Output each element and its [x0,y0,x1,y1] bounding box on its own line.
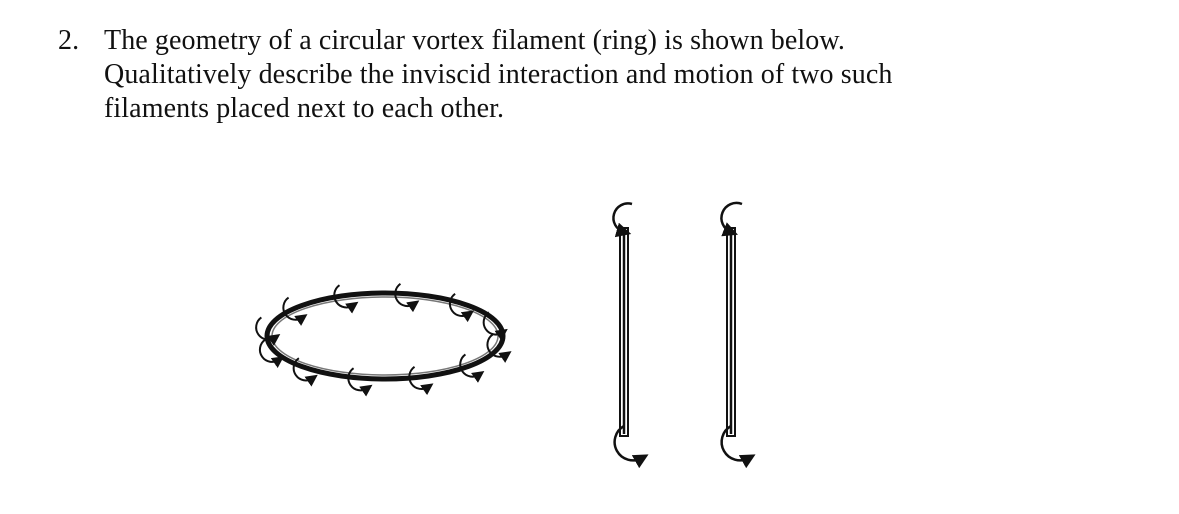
filament-left [612,202,649,469]
ring-circulation-arrow [459,353,485,383]
filament-right-top-arrow [720,201,743,237]
problem-line-2: Qualitatively describe the inviscid inte… [104,59,893,90]
ring-circulation-arrow [482,311,508,341]
problem-line-1: The geometry of a circular vortex filame… [104,25,845,56]
ring-circulation-arrow [394,283,420,313]
vortex-ring-outer [264,290,506,382]
filament-left-bottom-arrow [613,424,649,469]
problem-line-3: filaments placed next to each other. [104,93,505,124]
filament-right-bottom-arrow [720,424,756,469]
ring-circulation-arrow [347,367,373,397]
filament-left-top-arrow [612,202,633,238]
problem-number: 2. [58,25,80,56]
vortex-ring-circulation-arrows [255,283,512,397]
ring-circulation-arrow [486,333,512,363]
ring-circulation-arrow [255,316,281,346]
vortex-ring-inner [271,296,499,376]
ring-circulation-arrow [292,357,318,387]
problem-text: The geometry of a circular vortex filame… [104,24,1138,126]
vortex-ring-cross-section [612,201,756,469]
ring-circulation-arrow [408,365,434,396]
ring-circulation-arrow [333,284,359,314]
ring-circulation-arrow [282,296,308,326]
filament-right [720,201,756,469]
vortex-ring [255,283,512,397]
ring-circulation-arrow [258,338,285,369]
ring-circulation-arrow [448,292,475,323]
problem-statement: 2. The geometry of a circular vortex fil… [58,24,1138,126]
